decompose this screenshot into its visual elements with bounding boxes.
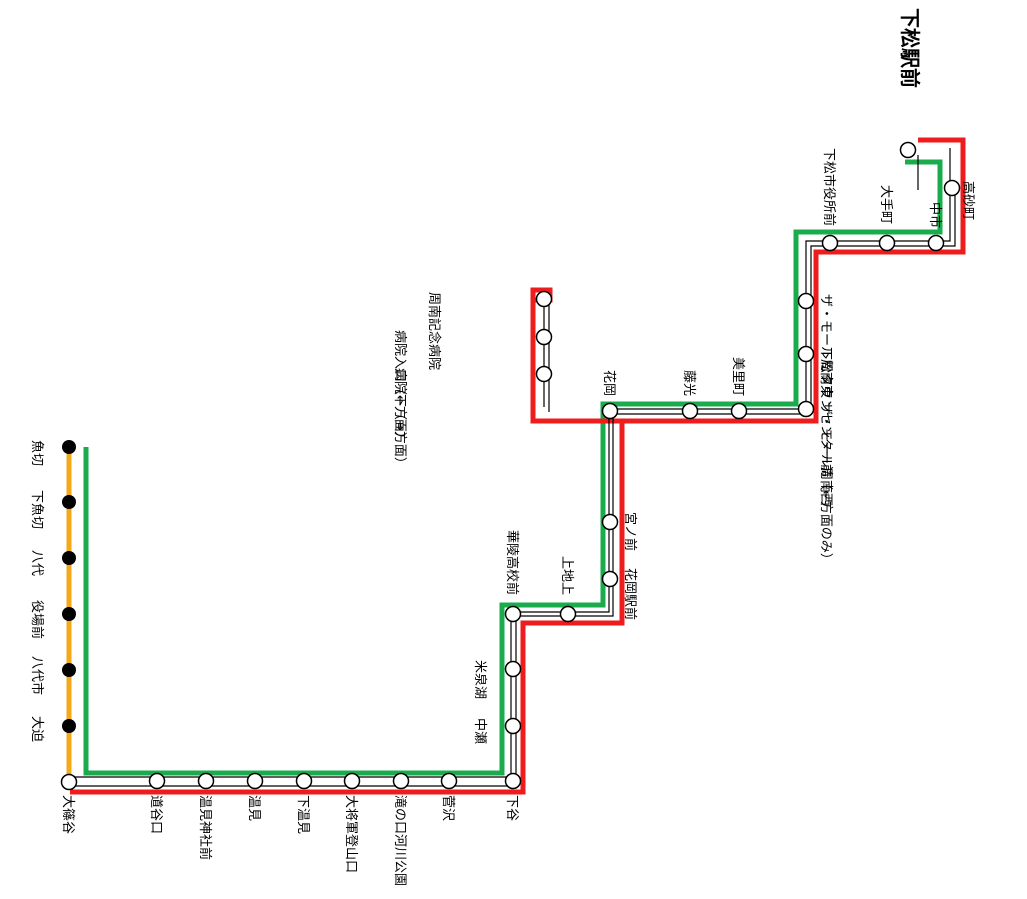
station-mall-higashi[interactable] [797, 292, 815, 310]
label-onmi: 温見 [246, 795, 261, 821]
station-takasagocho[interactable] [943, 179, 961, 197]
label-hanaokaekimae: 花岡駅前 [622, 568, 638, 620]
station-taishogun[interactable] [343, 772, 361, 790]
label-otemachi: 大手町 [878, 185, 893, 224]
label-shimotani: 下谷 [504, 795, 519, 821]
label-osako: 大迫 [29, 716, 44, 742]
label-yashiroichi: 八代市 [29, 656, 45, 695]
station-shiyakusho[interactable] [821, 234, 839, 252]
station-michitaniguchi[interactable] [148, 772, 166, 790]
label-kudamatsu-eki: 下松駅前 [898, 8, 922, 88]
label-mall-higashi: ザ・モール周南東 [818, 294, 834, 398]
station-takinokuchi[interactable] [392, 772, 410, 790]
red-route-line [70, 137, 966, 795]
label-oshinoya: 大篠谷 [60, 795, 75, 834]
label-nakase: 中瀬 [472, 718, 487, 744]
label-nakaichi: 中市 [927, 202, 943, 228]
station-otemachi[interactable] [878, 234, 896, 252]
station-misatocho[interactable] [730, 402, 748, 420]
label-taishogun: 大将軍登山口 [343, 795, 358, 873]
label-miyanomae: 宮ノ前 [622, 512, 638, 551]
station-hanaoka[interactable] [601, 402, 619, 420]
label-fujimitsu: 藤光 [681, 370, 696, 396]
station-oshinoya[interactable] [60, 773, 78, 791]
station-miyanomae[interactable] [601, 513, 619, 531]
station-labels: 大篠谷 道谷口 温見神社前 温見 下温見 大将軍登山口 滝の口河川公園 菅沢 下… [29, 8, 976, 886]
label-takinokuchi: 滝の口河川公園 [392, 795, 407, 886]
station-onmijinja[interactable] [197, 772, 215, 790]
label-yoneizumiko: 米泉湖 [472, 660, 488, 699]
label-byoinshita: 病院下（→方面） [392, 368, 408, 470]
station-shimotani[interactable] [504, 772, 522, 790]
station-uokiri[interactable] [62, 440, 76, 454]
station-yashiroichi[interactable] [62, 663, 76, 677]
label-yashiro: 八代 [29, 550, 44, 576]
station-kudamatsu-eki[interactable] [899, 141, 917, 159]
station-byoinshita[interactable] [535, 365, 553, 383]
label-shimoonmi: 下温見 [295, 795, 310, 834]
label-takasagocho: 高砂町 [960, 181, 976, 220]
label-towncenter: 下松タウンセンター前（←方面のみ） [818, 347, 834, 566]
label-shunan-kinen: 周南記念病院 [426, 292, 442, 370]
label-shiyakusho: 下松市役所前 [821, 148, 837, 226]
label-sugasawa: 菅沢 [440, 795, 455, 821]
label-karyokoko: 華陵高校前 [504, 530, 520, 595]
station-osako[interactable] [62, 719, 76, 733]
label-onmijinja: 温見神社前 [197, 795, 213, 860]
station-shunan-kinen[interactable] [535, 290, 553, 308]
station-sugasawa[interactable] [440, 772, 458, 790]
branch-stations [62, 440, 76, 733]
station-shimouokiri[interactable] [62, 495, 76, 509]
label-shimouokiri: 下魚切 [29, 490, 44, 529]
label-michitaniguchi: 道谷口 [148, 795, 163, 834]
label-mall-nishi: ザ・モール周南西 [818, 402, 834, 506]
station-kamijijo[interactable] [559, 605, 577, 623]
station-karyokoko[interactable] [504, 605, 522, 623]
label-misatocho: 美里町 [730, 357, 745, 396]
station-mall-nishi[interactable] [797, 400, 815, 418]
label-yakubamae: 役場前 [29, 600, 45, 639]
station-nakaichi[interactable] [927, 234, 945, 252]
label-hanaoka: 花岡 [601, 370, 617, 396]
stations [60, 141, 961, 791]
label-uokiri: 魚切 [29, 440, 44, 466]
station-yoneizumiko[interactable] [504, 660, 522, 678]
station-onmi[interactable] [246, 772, 264, 790]
station-nakase[interactable] [504, 717, 522, 735]
station-shimoonmi[interactable] [295, 772, 313, 790]
station-hanaokaekimae[interactable] [601, 570, 619, 588]
label-byoiniriguchi: 病院入口（←方面） [392, 330, 408, 445]
station-yakubamae[interactable] [62, 607, 76, 621]
station-towncenter[interactable] [797, 345, 815, 363]
station-fujimitsu[interactable] [681, 402, 699, 420]
label-kamijijo: 上地上 [559, 556, 574, 595]
green-route-line [83, 159, 943, 776]
station-yashiro[interactable] [62, 551, 76, 565]
station-byoiniriguchi[interactable] [535, 328, 553, 346]
